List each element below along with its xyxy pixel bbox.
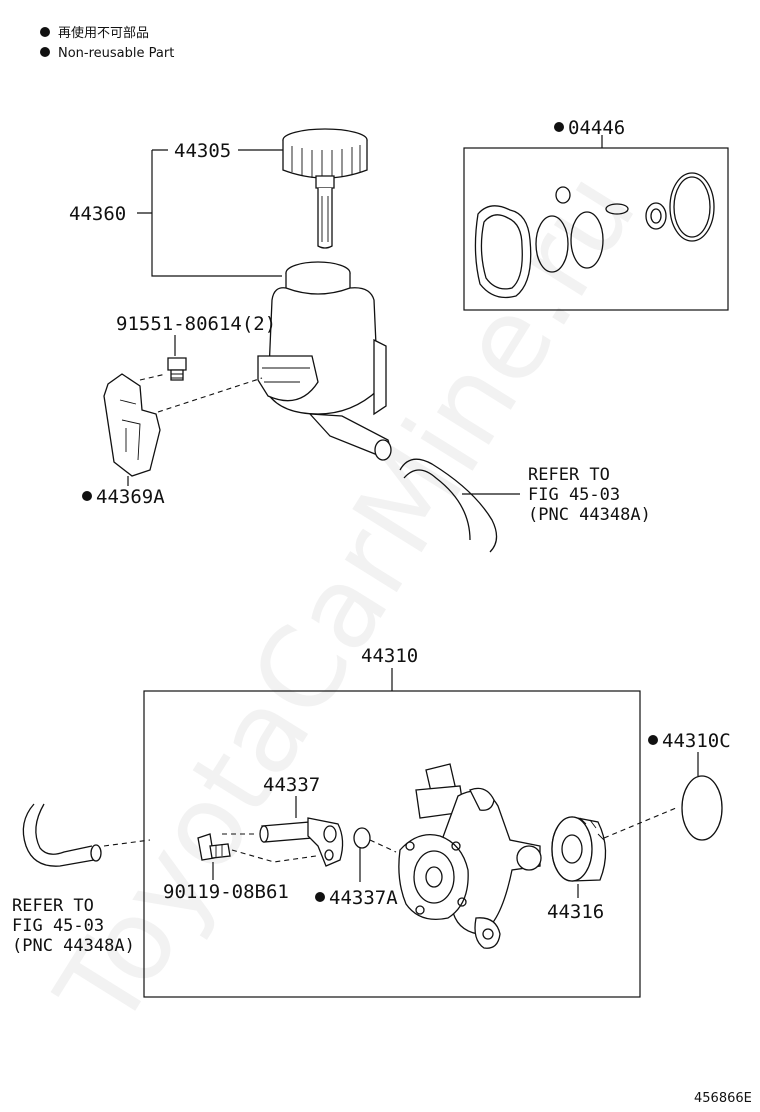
label-44369A: 44369A <box>96 486 165 508</box>
legend: 再使用不可部品 Non-reusable Part <box>40 25 174 61</box>
reservoir-body <box>257 261 392 461</box>
bolt-90119 <box>197 833 317 880</box>
legend-en: Non-reusable Part <box>58 46 174 61</box>
pulley-44316 <box>551 807 677 898</box>
legend-jp: 再使用不可部品 <box>58 25 149 41</box>
union-44337 <box>222 796 344 867</box>
ref-bottom-line3: (PNC 44348A) <box>12 936 135 956</box>
ref-top-line1: REFER TO <box>528 465 610 485</box>
non-reusable-dot-icon <box>554 122 564 132</box>
label-44337A: 44337A <box>329 887 398 909</box>
label-44337: 44337 <box>263 774 320 796</box>
hose-top <box>399 458 498 553</box>
pump-body <box>398 763 542 949</box>
non-reusable-dot-icon <box>82 491 92 501</box>
ref-top-line3: (PNC 44348A) <box>528 505 651 525</box>
bolt-91551 <box>167 335 187 381</box>
reservoir-cap <box>282 128 368 249</box>
non-reusable-dot-icon <box>648 735 658 745</box>
reference-note-top: REFER TO FIG 45-03 (PNC 44348A) <box>528 465 651 525</box>
hose-left <box>22 803 151 867</box>
pump-assembly <box>22 668 723 998</box>
label-44310: 44310 <box>361 645 418 667</box>
reference-note-bottom: REFER TO FIG 45-03 (PNC 44348A) <box>12 896 135 956</box>
label-44305: 44305 <box>174 140 231 162</box>
label-90119: 90119-08B61 <box>163 881 289 903</box>
label-91551: 91551-80614(2) <box>116 313 276 335</box>
ref-bottom-line2: FIG 45-03 <box>12 916 104 936</box>
ref-top-line2: FIG 45-03 <box>528 485 620 505</box>
label-44316: 44316 <box>547 901 604 923</box>
label-04446: 04446 <box>568 117 625 139</box>
non-reusable-dot-icon <box>315 892 325 902</box>
ref-bottom-line1: REFER TO <box>12 896 94 916</box>
label-44360: 44360 <box>69 203 126 225</box>
non-reusable-dot-icon <box>40 47 50 57</box>
bracket-44369A <box>103 373 161 486</box>
non-reusable-dot-icon <box>40 27 50 37</box>
o-ring-44310C <box>681 752 723 841</box>
seal-kit-04446 <box>463 135 729 311</box>
o-ring-44337A <box>353 827 397 882</box>
label-44310C: 44310C <box>662 730 731 752</box>
reservoir-assembly <box>103 128 520 553</box>
figure-id: 456866E <box>694 1091 752 1106</box>
